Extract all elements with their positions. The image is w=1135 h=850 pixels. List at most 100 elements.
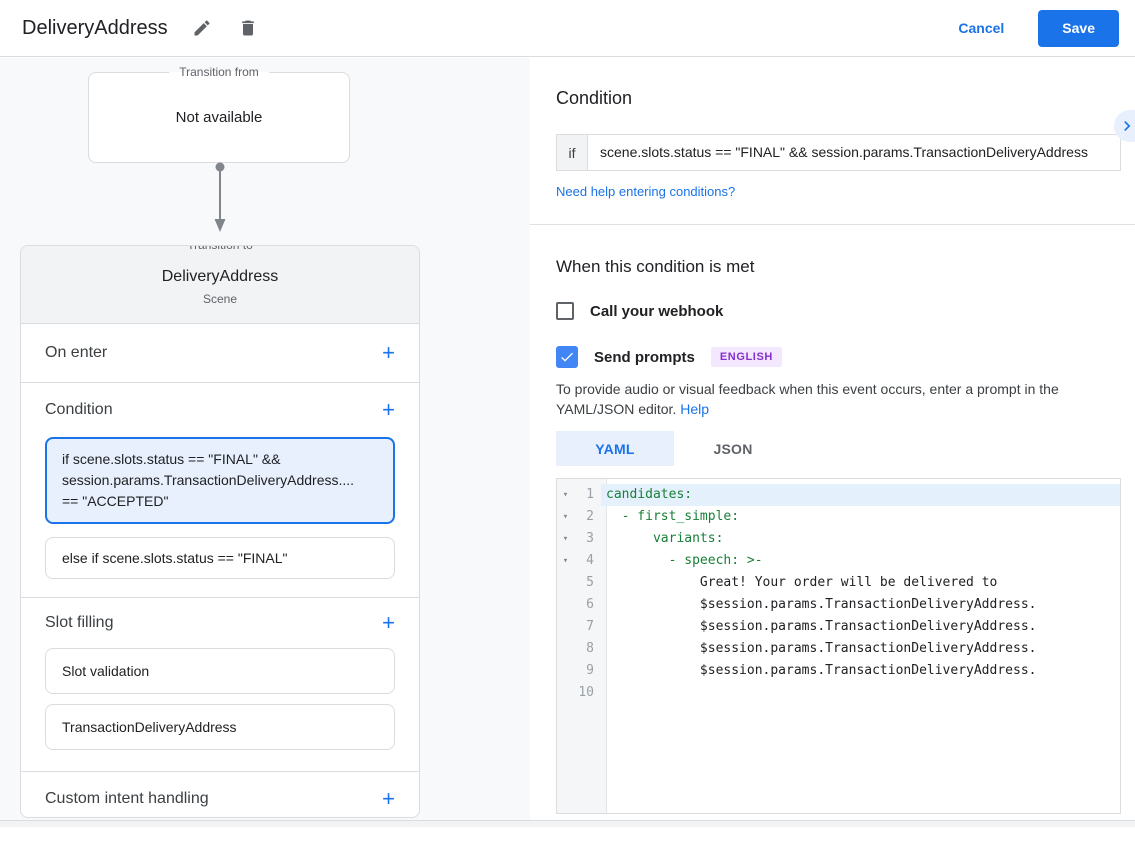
cancel-button[interactable]: Cancel: [958, 20, 1005, 36]
add-slot-button[interactable]: +: [382, 610, 395, 635]
code-text: $session.params.TransactionDeliveryAddre…: [606, 619, 1037, 634]
slot-filling-label: Slot filling: [45, 614, 114, 631]
chevron-right-icon: [1117, 116, 1135, 136]
if-prefix-label: if: [556, 134, 588, 171]
code-text: [601, 682, 1120, 704]
code-text: - first_simple:: [606, 509, 740, 524]
condition-line: session.params.TransactionDeliveryAddres…: [62, 472, 355, 488]
bottom-edge-strip: [0, 820, 1135, 827]
code-line: 5 Great! Your order will be delivered to: [557, 572, 1120, 594]
section-divider: [21, 579, 419, 598]
code-text: Great! Your order will be delivered to: [606, 575, 998, 590]
section-divider: [530, 224, 1135, 225]
scene-name: DeliveryAddress: [161, 268, 279, 285]
code-line: ▾ 2 - first_simple:: [557, 506, 1120, 528]
slot-transaction-card[interactable]: TransactionDeliveryAddress: [45, 704, 395, 750]
add-on-enter-button[interactable]: +: [382, 340, 395, 365]
tab-yaml[interactable]: YAML: [556, 431, 674, 466]
checkmark-icon: [559, 349, 575, 365]
line-number: 1: [586, 487, 594, 502]
fold-spacer: [557, 616, 574, 638]
condition-section-heading: Condition +: [21, 383, 419, 437]
condition-card-else[interactable]: else if scene.slots.status == "FINAL": [45, 537, 395, 579]
detail-panel-title: Condition: [556, 88, 633, 108]
code-line: ▾ 4 - speech: >-: [557, 550, 1120, 572]
transition-from-value: Not available: [175, 109, 263, 126]
editor-tabs: YAML JSON: [556, 431, 1121, 466]
custom-intent-section-heading: Custom intent handling +: [21, 772, 419, 817]
on-enter-label: On enter: [45, 344, 108, 361]
fold-spacer: [557, 572, 574, 594]
when-condition-met-title: When this condition is met: [556, 257, 755, 276]
code-text: $session.params.TransactionDeliveryAddre…: [606, 663, 1037, 678]
scene-header: DeliveryAddress Scene: [21, 246, 419, 324]
slot-filling-section-heading: Slot filling +: [21, 598, 419, 648]
add-custom-intent-button[interactable]: +: [382, 786, 395, 811]
send-prompts-label: Send prompts: [594, 348, 695, 366]
call-webhook-checkbox[interactable]: [556, 302, 574, 320]
custom-intent-label: Custom intent handling: [45, 790, 209, 807]
code-line: 6 $session.params.TransactionDeliveryAdd…: [557, 594, 1120, 616]
tab-json[interactable]: JSON: [713, 440, 753, 457]
send-prompts-option-row: Send prompts ENGLISH: [556, 346, 1121, 368]
code-text: $session.params.TransactionDeliveryAddre…: [606, 597, 1037, 612]
condition-card-selected[interactable]: if scene.slots.status == "FINAL" && sess…: [45, 437, 395, 524]
line-number: 3: [586, 531, 594, 546]
line-number: 10: [578, 685, 594, 700]
add-condition-button[interactable]: +: [382, 397, 395, 422]
line-number: 6: [586, 597, 594, 612]
line-number: 2: [586, 509, 594, 524]
transition-arrow-icon: [212, 162, 228, 234]
code-text: candidates:: [601, 484, 1120, 506]
line-number: 7: [586, 619, 594, 634]
line-number: 8: [586, 641, 594, 656]
condition-expression-field: if scene.slots.status == "FINAL" && sess…: [556, 134, 1121, 171]
top-bar: DeliveryAddress Cancel Save: [0, 0, 1135, 57]
fold-spacer: [557, 638, 574, 660]
fold-toggle-icon[interactable]: ▾: [562, 512, 569, 522]
yaml-code-editor[interactable]: ▾ 1 candidates: ▾ 2 - first_simple: ▾ 3 …: [556, 478, 1121, 814]
transition-to-card: Transition to DeliveryAddress Scene On e…: [20, 245, 420, 818]
condition-line: == "ACCEPTED": [62, 493, 169, 509]
code-line: ▾ 1 candidates:: [557, 484, 1120, 506]
section-divider: [21, 760, 419, 772]
code-line: ▾ 3 variants:: [557, 528, 1120, 550]
code-text: $session.params.TransactionDeliveryAddre…: [606, 641, 1037, 656]
fold-spacer: [557, 682, 574, 704]
send-prompts-checkbox[interactable]: [556, 346, 578, 368]
fold-toggle-icon[interactable]: ▾: [562, 534, 569, 544]
description-text: To provide audio or visual feedback when…: [556, 381, 1059, 417]
transition-to-legend: Transition to: [177, 246, 263, 252]
on-enter-section: On enter +: [21, 324, 419, 383]
conditions-help-link[interactable]: Need help entering conditions?: [556, 184, 736, 199]
save-button[interactable]: Save: [1038, 9, 1119, 47]
scene-type-label: Scene: [202, 292, 238, 306]
slot-validation-card[interactable]: Slot validation: [45, 648, 395, 694]
transition-from-legend: Transition from: [169, 65, 269, 79]
code-line: 9 $session.params.TransactionDeliveryAdd…: [557, 660, 1120, 682]
fold-toggle-icon[interactable]: ▾: [562, 556, 569, 566]
fold-spacer: [557, 660, 574, 682]
collapse-panel-button[interactable]: [1114, 110, 1135, 142]
edit-title-button[interactable]: [190, 16, 214, 40]
webhook-option-row: Call your webhook: [556, 302, 1121, 320]
fold-toggle-icon[interactable]: ▾: [562, 490, 569, 500]
help-link[interactable]: Help: [680, 401, 710, 417]
trash-icon: [238, 18, 258, 38]
language-badge: ENGLISH: [710, 347, 782, 367]
page-title: DeliveryAddress: [22, 16, 168, 39]
pencil-icon: [192, 18, 212, 38]
code-line: 7 $session.params.TransactionDeliveryAdd…: [557, 616, 1120, 638]
code-line: 8 $session.params.TransactionDeliveryAdd…: [557, 638, 1120, 660]
call-webhook-label: Call your webhook: [590, 302, 724, 320]
scene-canvas: Transition from Not available Transition…: [0, 58, 530, 820]
condition-line: if scene.slots.status == "FINAL" &&: [62, 451, 281, 467]
condition-expression-input[interactable]: scene.slots.status == "FINAL" && session…: [588, 134, 1121, 171]
line-number: 9: [586, 663, 594, 678]
line-number: 5: [586, 575, 594, 590]
prompt-editor-description: To provide audio or visual feedback when…: [556, 379, 1121, 419]
fold-spacer: [557, 594, 574, 616]
code-text: variants:: [606, 531, 724, 546]
delete-scene-button[interactable]: [236, 16, 260, 40]
transition-from-box: Transition from Not available: [88, 65, 350, 163]
